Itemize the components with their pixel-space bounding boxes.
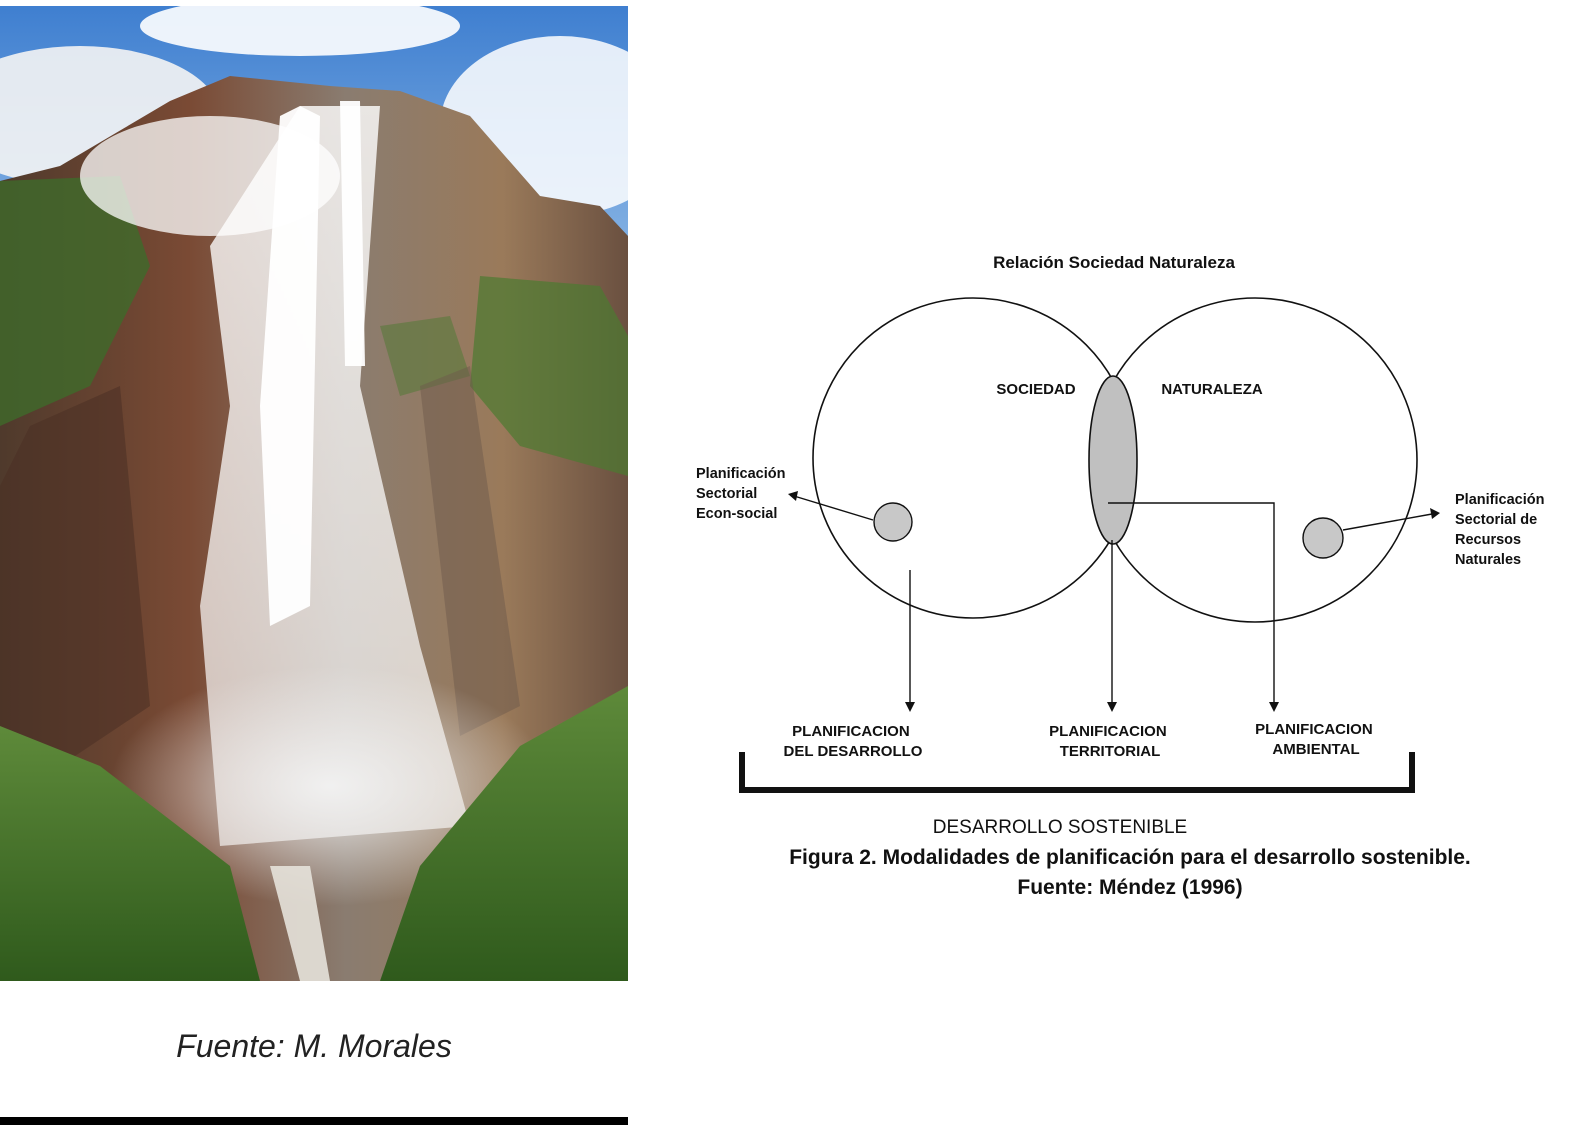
natural-resources-node <box>1302 517 1344 559</box>
output-territorial-line: TERRITORIAL <box>1060 743 1161 760</box>
photo-caption: Fuente: M. Morales <box>176 1028 452 1064</box>
natural-resources-arrowhead <box>1430 508 1440 519</box>
nature-label: NATURALEZA <box>1161 381 1263 398</box>
natural-resources-arrow <box>1342 513 1433 531</box>
bottom-rule <box>0 1117 628 1125</box>
output-environmental-line: AMBIENTAL <box>1272 741 1359 758</box>
development-arrowhead <box>905 702 915 712</box>
right-side-label-line: Recursos <box>1455 532 1521 548</box>
right-side-label-line: Naturales <box>1455 552 1521 568</box>
territorial-arrowhead <box>1107 702 1117 712</box>
output-development: PLANIFICACION DEL DESARROLLO <box>784 723 923 760</box>
venn-diagram: Relación Sociedad Naturaleza SOCIEDAD NA… <box>696 253 1548 838</box>
figure-source: Fuente: Méndez (1996) <box>1017 876 1243 899</box>
econ-social-node <box>873 502 913 542</box>
diagram-title: Relación Sociedad Naturaleza <box>993 253 1235 272</box>
right-side-label-line: Sectorial de <box>1455 512 1537 528</box>
econ-social-arrow <box>793 495 874 521</box>
figure-caption: Figura 2. Modalidades de planificación p… <box>789 846 1471 869</box>
society-circle <box>812 297 1134 619</box>
intersection-lens <box>1088 375 1138 545</box>
output-environmental: PLANIFICACION AMBIENTAL <box>1255 721 1377 758</box>
right-side-label-line: Planificación <box>1455 492 1544 508</box>
right-side-label: Planificación Sectorial de Recursos Natu… <box>1455 492 1548 568</box>
bracket-label: DESARROLLO SOSTENIBLE <box>933 817 1187 838</box>
econ-social-arrowhead <box>788 491 798 501</box>
nature-circle <box>1092 297 1418 623</box>
left-side-label-line: Planificación <box>696 466 785 482</box>
output-territorial-line: PLANIFICACION <box>1049 723 1167 740</box>
output-territorial: PLANIFICACION TERRITORIAL <box>1049 723 1171 760</box>
environmental-arrow <box>1108 502 1275 702</box>
environmental-arrowhead <box>1269 702 1279 712</box>
output-development-line: PLANIFICACION <box>792 723 910 740</box>
left-side-label: Planificación Sectorial Econ-social <box>696 466 789 522</box>
waterfall-photo-drawing <box>0 6 628 981</box>
waterfall-photo <box>0 6 628 981</box>
sustainable-bracket <box>739 752 1415 793</box>
output-development-line: DEL DESARROLLO <box>784 743 923 760</box>
output-environmental-line: PLANIFICACION <box>1255 721 1373 738</box>
left-side-label-line: Sectorial <box>696 486 757 502</box>
society-label: SOCIEDAD <box>996 381 1075 398</box>
left-side-label-line: Econ-social <box>696 506 777 522</box>
